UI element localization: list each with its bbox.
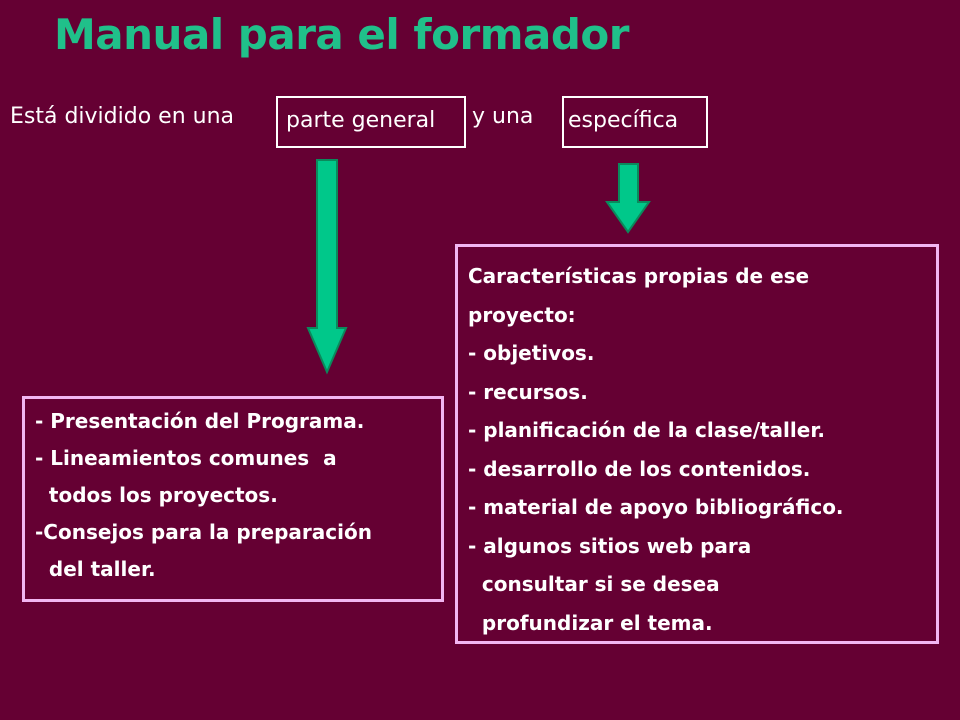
specific-line: - desarrollo de los contenidos. [468, 456, 811, 481]
part-specific-label: específica [568, 108, 679, 133]
specific-line: profundizar el tema. [468, 610, 713, 635]
specific-line: - recursos. [468, 379, 588, 404]
general-line: todos los proyectos. [35, 483, 278, 507]
specific-line: consultar si se desea [468, 572, 720, 596]
specific-line: - planificación de la clase/taller. [468, 418, 825, 442]
arrow-down-specific-icon [605, 163, 651, 234]
general-line: -Consejos para la preparación [35, 520, 372, 544]
part-specific-box: específica [562, 96, 708, 148]
slide-title: Manual para el formador [54, 10, 629, 59]
intro-connector: y una [472, 104, 534, 129]
specific-line: Características propias de ese [468, 264, 810, 288]
general-line: del taller. [35, 557, 156, 581]
general-line: - Presentación del Programa. [35, 409, 365, 433]
specific-line: - material de apoyo bibliográfico. [468, 495, 844, 519]
specific-line: - objetivos. [468, 341, 595, 365]
part-general-box: parte general [276, 96, 466, 148]
specific-line: proyecto: [468, 302, 576, 327]
arrow-down-general-icon [306, 159, 348, 375]
part-general-label: parte general [286, 108, 436, 133]
general-content-box: - Presentación del Programa. - Lineamien… [22, 396, 444, 602]
intro-prefix: Está dividido en una [10, 104, 235, 129]
specific-content-box: Características propias de ese proyecto:… [455, 244, 939, 644]
general-line: - Lineamientos comunes a [35, 446, 337, 470]
specific-line: - algunos sitios web para [468, 533, 752, 558]
